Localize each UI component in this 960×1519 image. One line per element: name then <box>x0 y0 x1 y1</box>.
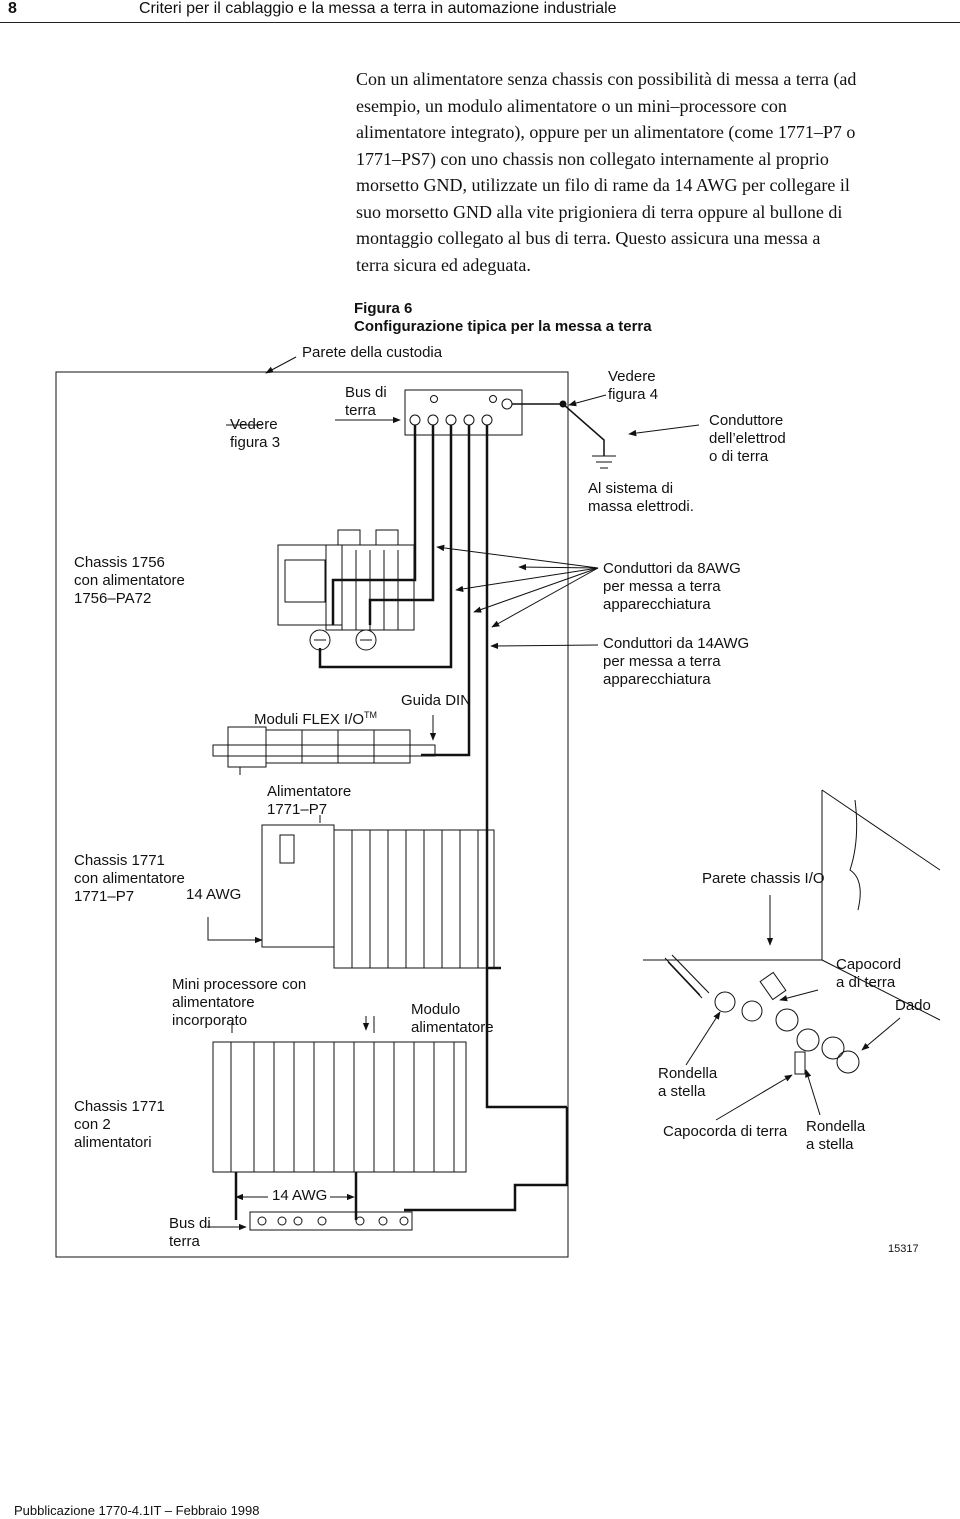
chassis-1771-2ps-drawing <box>212 1016 467 1173</box>
ground-bus-top <box>404 389 523 436</box>
io-chassis-wall-drawing <box>643 789 941 1121</box>
flex-io-drawing <box>212 715 437 775</box>
label-14awg-b: 14 AWG <box>272 1187 328 1204</box>
label-14awg-a: 14 AWG <box>186 886 242 903</box>
label-see-figure-4: Vedere figura 4 <box>608 368 659 403</box>
label-electrode-conductor: Conduttore dell’elettrod o di terra <box>709 412 786 465</box>
label-mini-processor: Mini processore con alimentatore incorpo… <box>172 976 307 1029</box>
label-flex-io: Moduli FLEX I/OTM <box>254 710 378 728</box>
label-ground-bus-bottom: Bus di terra <box>169 1215 211 1250</box>
figure-number: Figura 6 <box>354 300 413 317</box>
label-nut: Dado <box>895 997 931 1014</box>
figure-title: Configurazione tipica per la messa a ter… <box>354 318 652 335</box>
header-title: Criteri per il cablaggio e la messa a te… <box>139 0 617 17</box>
label-ground-lug-bottom: Capocorda di terra <box>663 1123 788 1140</box>
label-star-washer-a: Rondella a stella <box>658 1065 718 1100</box>
ground-bus-bottom <box>249 1211 413 1231</box>
label-ps-module: Modulo alimentatore <box>411 1001 494 1036</box>
intro-paragraph: Con un alimentatore senza chassis con po… <box>356 69 857 275</box>
label-ground-lug-top: Capocord a di terra <box>836 956 902 991</box>
label-chassis-1771-2ps: Chassis 1771 con 2 alimentatori <box>74 1098 165 1151</box>
header-rule <box>0 22 960 23</box>
label-power-supply-p7: Alimentatore 1771–P7 <box>267 783 352 818</box>
label-ground-bus-top: Bus di terra <box>345 384 387 419</box>
label-enclosure-wall: Parete della custodia <box>302 344 443 361</box>
label-figure-id: 15317 <box>888 1243 919 1255</box>
label-conductors-8awg: Conduttori da 8AWG per messa a terra app… <box>603 560 741 613</box>
label-see-figure-3: Vedere figura 3 <box>230 416 281 451</box>
label-conductors-14awg: Conduttori da 14AWG per messa a terra ap… <box>603 635 750 688</box>
label-io-chassis-wall: Parete chassis I/O <box>702 870 825 887</box>
page-number: 8 <box>8 0 17 17</box>
label-chassis-1756: Chassis 1756 con alimentatore 1756–PA72 <box>74 554 185 607</box>
label-to-electrode-system: Al sistema di massa elettrodi. <box>588 480 694 515</box>
footer-publication: Pubblicazione 1770-4.1IT – Febbraio 1998 <box>14 1503 260 1518</box>
chassis-1771-p7-drawing <box>207 815 495 969</box>
enclosure-wall <box>55 371 569 1258</box>
label-tm: TM <box>364 710 378 720</box>
label-chassis-1771-p7: Chassis 1771 con alimentatore 1771–P7 <box>74 852 185 905</box>
label-din-rail: Guida DIN <box>401 692 472 709</box>
chassis-1756-drawing <box>277 529 415 651</box>
label-star-washer-b: Rondella a stella <box>806 1118 866 1153</box>
